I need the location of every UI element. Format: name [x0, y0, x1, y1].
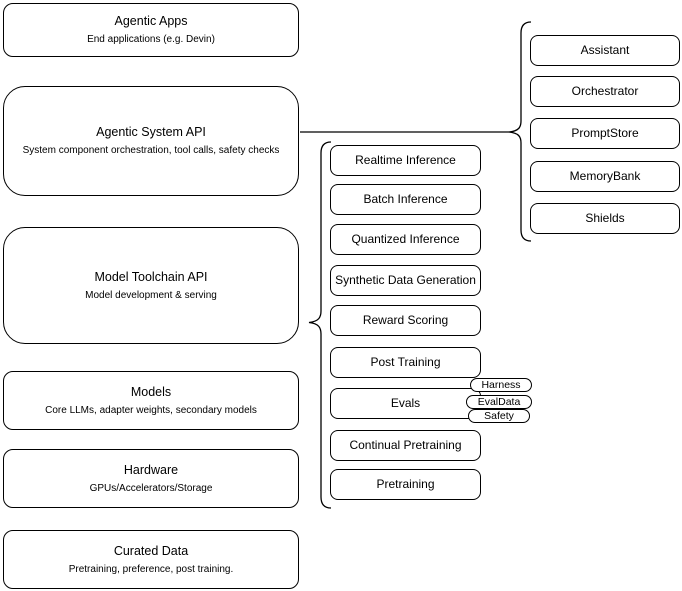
- node-agentic-apps: Agentic Apps End applications (e.g. Devi…: [3, 3, 299, 57]
- node-hardware: Hardware GPUs/Accelerators/Storage: [3, 449, 299, 508]
- pill-evaldata: EvalData: [466, 395, 532, 409]
- node-quantized-inference: Quantized Inference: [330, 224, 481, 255]
- node-subtitle: Model development & serving: [85, 289, 217, 301]
- node-shields: Shields: [530, 203, 680, 234]
- node-subtitle: Core LLMs, adapter weights, secondary mo…: [45, 404, 257, 416]
- node-label: Realtime Inference: [355, 153, 456, 168]
- node-label: Evals: [390, 396, 421, 411]
- node-label: Orchestrator: [571, 84, 639, 99]
- node-memorybank: MemoryBank: [530, 161, 680, 192]
- pill-label: EvalData: [477, 395, 521, 408]
- node-assistant: Assistant: [530, 35, 680, 66]
- toolchain-brace: [308, 141, 332, 509]
- node-models: Models Core LLMs, adapter weights, secon…: [3, 371, 299, 430]
- node-orchestrator: Orchestrator: [530, 76, 680, 107]
- node-label: Reward Scoring: [362, 313, 449, 328]
- node-title: Model Toolchain API: [94, 269, 208, 284]
- node-subtitle: End applications (e.g. Devin): [87, 34, 215, 45]
- node-batch-inference: Batch Inference: [330, 184, 481, 215]
- node-label: Synthetic Data Generation: [335, 273, 476, 288]
- node-model-toolchain-api: Model Toolchain API Model development & …: [3, 227, 299, 344]
- node-subtitle: GPUs/Accelerators/Storage: [89, 482, 213, 494]
- node-label: Quantized Inference: [351, 232, 460, 247]
- node-reward-scoring: Reward Scoring: [330, 305, 481, 336]
- pill-harness: Harness: [470, 378, 532, 392]
- node-label: Post Training: [370, 355, 441, 370]
- node-title: Agentic System API: [96, 125, 206, 139]
- node-realtime-inference: Realtime Inference: [330, 145, 481, 176]
- pill-label: Safety: [484, 409, 514, 422]
- node-promptstore: PromptStore: [530, 118, 680, 149]
- node-evals: Evals: [330, 388, 481, 419]
- node-label: PromptStore: [571, 126, 639, 141]
- node-agentic-system-api: Agentic System API System component orch…: [3, 86, 299, 196]
- pill-safety: Safety: [468, 409, 530, 423]
- node-subtitle: System component orchestration, tool cal…: [22, 145, 280, 156]
- node-post-training: Post Training: [330, 347, 481, 378]
- pill-label: Harness: [481, 378, 521, 391]
- node-continual-pretraining: Continual Pretraining: [330, 430, 481, 461]
- node-label: Batch Inference: [363, 192, 448, 207]
- node-label: Continual Pretraining: [349, 438, 462, 453]
- components-brace: [508, 21, 532, 242]
- node-title: Agentic Apps: [114, 14, 188, 28]
- node-label: Shields: [585, 211, 625, 226]
- node-title: Curated Data: [113, 543, 189, 558]
- node-title: Models: [130, 384, 172, 399]
- node-curated-data: Curated Data Pretraining, preference, po…: [3, 530, 299, 589]
- node-synthetic-data-generation: Synthetic Data Generation: [330, 265, 481, 296]
- node-label: MemoryBank: [569, 169, 641, 184]
- node-title: Hardware: [123, 462, 179, 477]
- node-label: Pretraining: [376, 477, 435, 492]
- node-pretraining: Pretraining: [330, 469, 481, 500]
- node-subtitle: Pretraining, preference, post training.: [68, 563, 234, 575]
- node-label: Assistant: [580, 43, 630, 58]
